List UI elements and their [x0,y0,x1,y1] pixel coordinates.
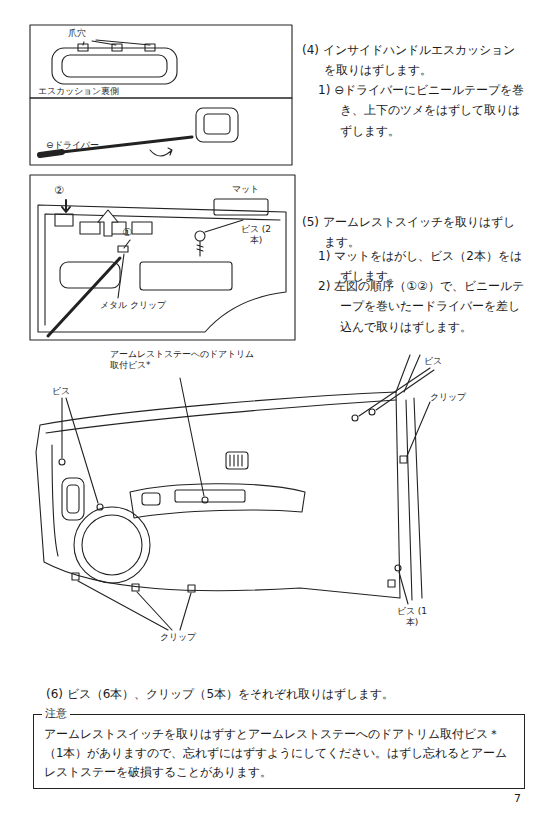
part-label: ビス [52,386,84,397]
armrest [38,205,286,332]
part-label: 7 [514,792,532,806]
clip-marks [72,456,407,592]
window-switch [132,222,152,234]
caution-text: アームレストスイッチを取りはずすとアームレストステーへのドアトリム取付ビス＊（1… [44,725,514,782]
caution-heading: 注意 [42,706,70,721]
inside-handle [62,478,84,520]
insert-arrow [62,200,70,212]
part-label: エスカッション裏側 [38,86,158,97]
figure-frame [30,98,292,165]
trim-inner-line [52,445,58,556]
leader-line [62,398,98,503]
door-frame [396,355,422,600]
leader-line [359,368,434,416]
door-trim [36,392,400,598]
armrest-edge [45,214,280,325]
vent-louvre [230,455,242,466]
leader-line [407,402,430,456]
escutcheon-inner [62,55,167,77]
window-switch [80,222,100,234]
part-label: ① [122,226,142,240]
window-switch [55,214,73,226]
leader-line [180,378,204,496]
vent [226,452,248,469]
handle-opening [204,114,230,134]
part-label: アームレストステーへのドアトリム取付ビス* [110,349,260,372]
part-label: メタル クリップ [100,300,190,311]
part-label: 爪穴 [68,28,108,39]
armrest-switch [175,490,245,502]
leader-line [78,581,191,630]
screw-shank [197,241,203,256]
part-label: ビス (2本) [236,224,276,247]
door-pull [142,493,160,505]
mat [214,199,268,215]
screw [195,231,205,241]
figure-frame [30,25,292,98]
leader-line [83,40,150,45]
speaker-grille [82,515,142,575]
leader-line [124,240,130,248]
speaker-grille [74,507,150,583]
instruction-text: 2) 左図の順序（①②）で、ビニールテープを巻いたードライバーを差し込んで取りは… [318,276,526,337]
screwdriver-grip [40,152,62,155]
part-label: ビス [424,356,456,367]
lift-arrow [98,210,118,236]
move-arrow [150,148,172,156]
screwdriver [48,258,120,336]
instruction-text: (6) ビス（6本）、クリップ（5本）をそれぞれ取りはずします。 [46,684,526,704]
screw-marks [59,409,401,571]
handle-lever [67,485,79,513]
leader-line [399,572,408,604]
part-label: クリップ [160,632,220,643]
metal-clip [118,246,128,252]
trim-upper-line [46,400,396,433]
figure-frame [30,175,295,340]
caution-box: 注意アームレストスイッチを取りはずすとアームレストステーへのドアトリム取付ビス＊… [33,714,525,789]
part-label: クリップ [430,392,490,403]
instruction-text: 1) ⊖ドライバーにビニールテープを巻き、上下のツメをはずして取りはずします。 [318,80,526,141]
instruction-text: (4) インサイドハンドルエスカッションを取りはずします。 [302,40,526,81]
armrest [130,484,305,518]
instruction-text: (5) アームレストスイッチを取りはずします。 [302,212,526,253]
handle-escutcheon [196,108,238,142]
part-label: ⊖ドライバー [46,140,136,151]
part-label: ② [54,184,74,198]
escutcheon-back [52,48,177,84]
mat-recess [140,262,232,290]
part-label: ビス (1本) [392,606,432,629]
leader-line [205,220,243,232]
part-label: マット [232,184,282,195]
